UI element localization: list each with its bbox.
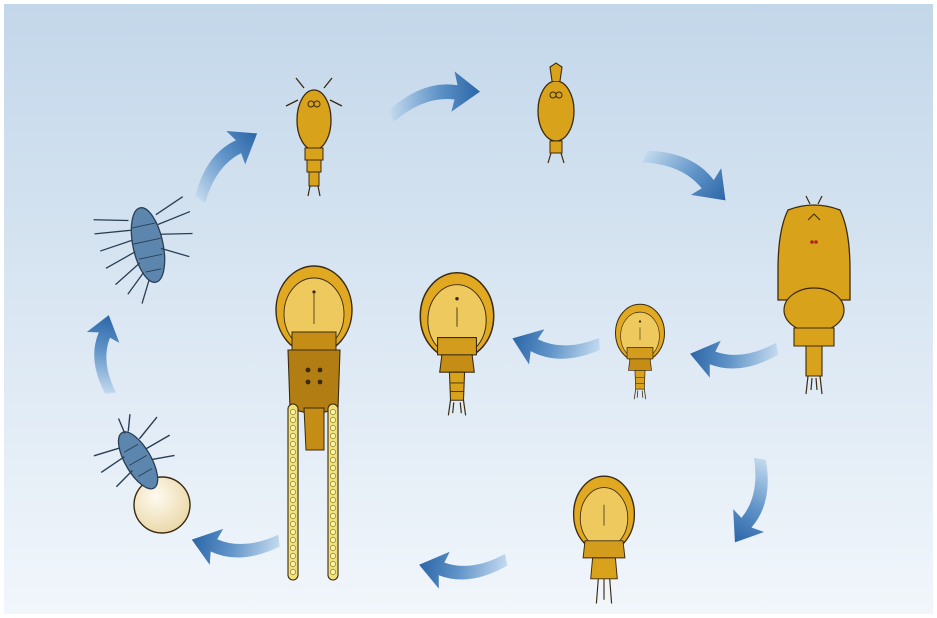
life-cycle-diagram <box>0 0 937 618</box>
